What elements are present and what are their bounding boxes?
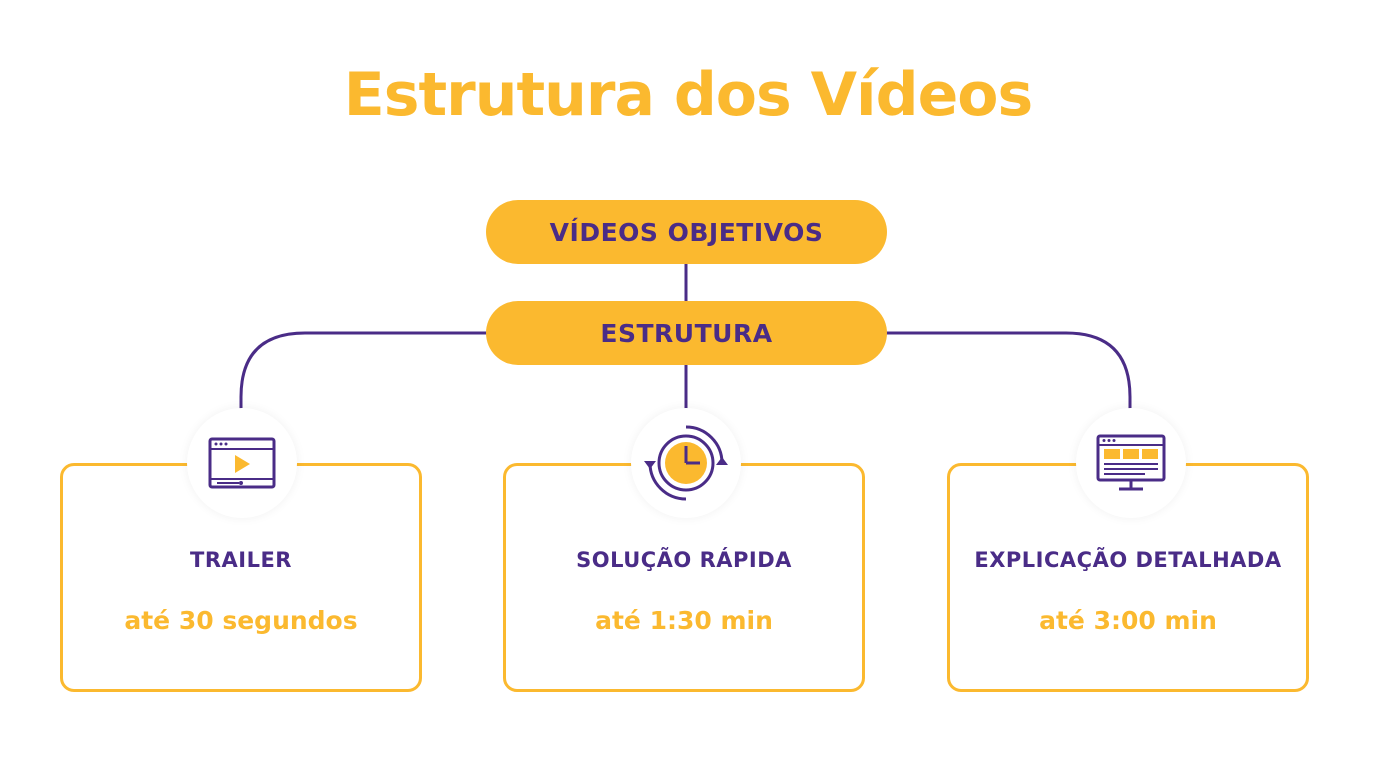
- connector-right: [886, 331, 1132, 410]
- icon-badge-trailer: [187, 408, 297, 518]
- branch-label: TRAILER: [190, 548, 292, 572]
- connector-left: [239, 331, 488, 410]
- branch-duration: até 3:00 min: [1039, 606, 1217, 635]
- branch-label: SOLUÇÃO RÁPIDA: [576, 548, 792, 572]
- branch-duration: até 30 segundos: [124, 606, 358, 635]
- branch-duration: até 1:30 min: [595, 606, 773, 635]
- page-title: Estrutura dos Vídeos: [343, 60, 1033, 130]
- branch-label: EXPLICAÇÃO DETALHADA: [974, 548, 1282, 572]
- icon-badge-solucao-rapida: [631, 408, 741, 518]
- monitor-icon: [1096, 434, 1166, 491]
- video-player-icon: [208, 437, 276, 489]
- videos-objetivos-node: VÍDEOS OBJETIVOS: [486, 200, 887, 264]
- estrutura-node: ESTRUTURA: [486, 301, 887, 365]
- icon-badge-explicacao-detalhada: [1076, 408, 1186, 518]
- clock-icon: [644, 425, 728, 501]
